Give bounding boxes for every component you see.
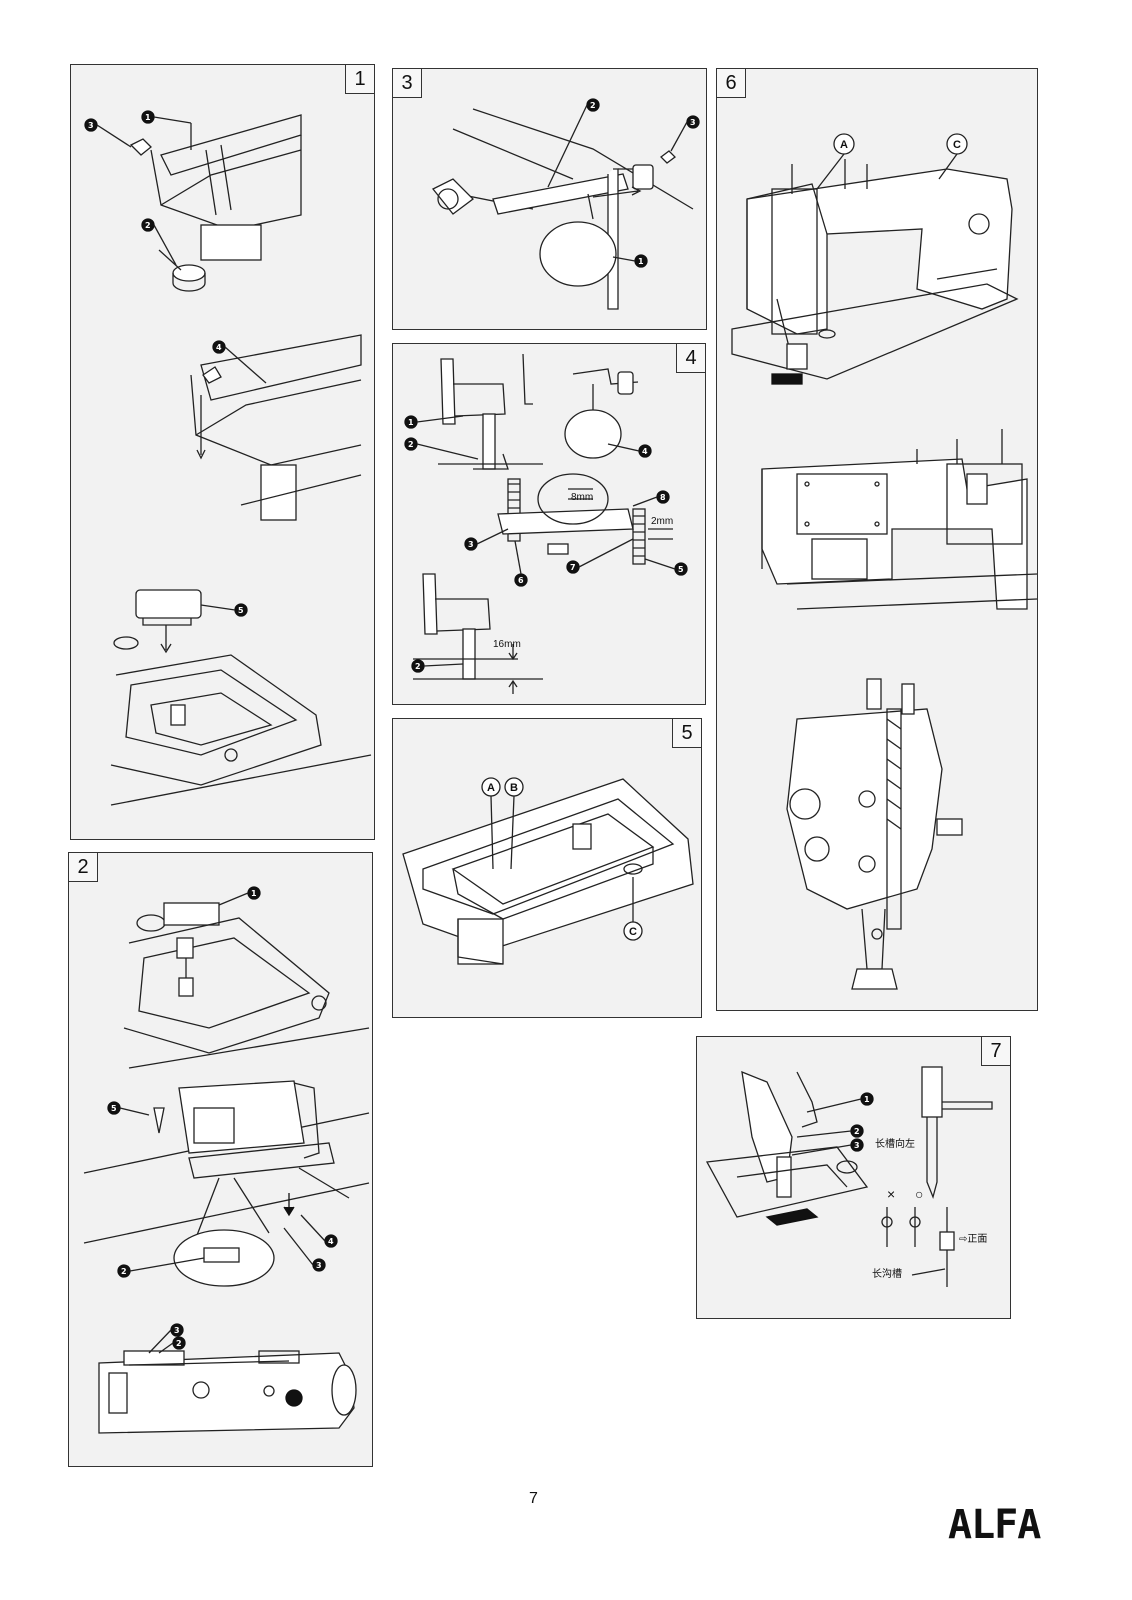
svg-text:A: A — [487, 782, 495, 794]
svg-text:2: 2 — [590, 101, 596, 110]
callout-3: 3 — [464, 537, 478, 551]
letter-a: A — [833, 133, 855, 155]
svg-text:3: 3 — [174, 1326, 180, 1335]
callout-5: 5 — [107, 1101, 121, 1115]
svg-text:2: 2 — [145, 221, 151, 230]
letter-b: B — [504, 777, 524, 797]
svg-text:1: 1 — [251, 889, 257, 898]
svg-text:5: 5 — [111, 1104, 117, 1113]
callout-4: 4 — [212, 340, 226, 354]
svg-text:2: 2 — [121, 1267, 127, 1276]
panel-3: 3 2 3 1 — [392, 68, 707, 330]
panel-1: 1 1 2 3 4 5 — [70, 64, 375, 840]
svg-text:1: 1 — [408, 418, 414, 427]
callout-3b: 3 — [170, 1323, 184, 1337]
svg-text:3: 3 — [854, 1141, 860, 1150]
panel-number: 5 — [672, 718, 702, 748]
svg-text:5: 5 — [678, 565, 684, 574]
svg-text:3: 3 — [468, 540, 474, 549]
callout-8: 8 — [656, 490, 670, 504]
svg-text:3: 3 — [88, 121, 94, 130]
svg-text:×: × — [887, 1186, 895, 1202]
svg-text:⇨正面: ⇨正面 — [959, 1234, 987, 1245]
callout-4: 4 — [638, 444, 652, 458]
callout-4: 4 — [324, 1234, 338, 1248]
svg-text:长槽向左: 长槽向左 — [875, 1137, 915, 1150]
svg-text:4: 4 — [216, 343, 222, 352]
panel-5: 5 A B C — [392, 718, 702, 1018]
callout-7: 7 — [566, 560, 580, 574]
page-number: 7 — [529, 1490, 538, 1507]
svg-text:○: ○ — [915, 1186, 923, 1202]
callout-2b: 2 — [172, 1336, 186, 1350]
callout-3: 3 — [312, 1258, 326, 1272]
callout-2: 2 — [586, 98, 600, 112]
panel-6: 6 A C — [716, 68, 1038, 1011]
svg-text:C: C — [629, 926, 637, 938]
callout-2: 2 — [117, 1264, 131, 1278]
panel-number: 1 — [345, 64, 375, 94]
svg-text:A: A — [840, 139, 848, 151]
callout-1: 1 — [634, 254, 648, 268]
svg-text:2: 2 — [408, 440, 414, 449]
callout-5: 5 — [674, 562, 688, 576]
callout-1: 1 — [247, 886, 261, 900]
callout-3: 3 — [850, 1138, 864, 1152]
panel-1-illustration: 1 2 3 4 5 — [84, 110, 372, 806]
panel-2-illustration: 1 5 4 3 2 — [83, 886, 370, 1434]
svg-text:长沟槽: 长沟槽 — [872, 1267, 902, 1280]
svg-text:4: 4 — [642, 447, 648, 456]
callout-2: 2 — [141, 218, 155, 232]
svg-text:2mm: 2mm — [651, 516, 673, 527]
svg-text:3: 3 — [316, 1261, 322, 1270]
callout-6: 6 — [514, 573, 528, 587]
alfa-logo: ALFA — [948, 1502, 1041, 1548]
svg-text:3: 3 — [690, 118, 696, 127]
svg-text:2: 2 — [854, 1127, 860, 1136]
callout-2: 2 — [404, 437, 418, 451]
panel-number: 7 — [981, 1036, 1011, 1066]
svg-text:7: 7 — [570, 563, 576, 572]
panel-6-illustration: A C — [731, 133, 1038, 990]
panel-2: 2 1 5 4 3 2 — [68, 852, 373, 1467]
panel-number: 2 — [68, 852, 98, 882]
panel-4-illustration: 1 2 4 8mm 2mm 8 3 6 7 5 — [404, 353, 688, 694]
svg-text:B: B — [510, 782, 518, 794]
panel-7: 7 1 2 3 长槽向左 × ○ ⇨正面 长沟槽 — [696, 1036, 1011, 1319]
panel-7-illustration: 1 2 3 长槽向左 × ○ ⇨正面 长沟槽 — [705, 1066, 993, 1287]
svg-text:8: 8 — [660, 493, 666, 502]
callout-2b: 2 — [411, 659, 425, 673]
letter-c: C — [946, 133, 968, 155]
callout-5: 5 — [234, 603, 248, 617]
panel-number: 4 — [676, 343, 706, 373]
callout-1: 1 — [860, 1092, 874, 1106]
panel-3-illustration: 2 3 1 — [431, 98, 700, 310]
panel-number: 6 — [716, 68, 746, 98]
callout-3: 3 — [686, 115, 700, 129]
svg-text:5: 5 — [238, 606, 244, 615]
callout-1: 1 — [404, 415, 418, 429]
panel-5-illustration: A B C — [402, 777, 694, 965]
callout-3: 3 — [84, 118, 98, 132]
letter-c: C — [623, 921, 643, 941]
svg-text:1: 1 — [864, 1095, 870, 1104]
svg-text:1: 1 — [638, 257, 644, 266]
panel-number: 3 — [392, 68, 422, 98]
letter-a: A — [481, 777, 501, 797]
panel-4: 4 1 2 4 8mm 2mm 8 3 6 — [392, 343, 706, 705]
svg-text:8mm: 8mm — [571, 492, 593, 503]
callout-2: 2 — [850, 1124, 864, 1138]
svg-text:C: C — [953, 139, 961, 151]
svg-text:4: 4 — [328, 1237, 334, 1246]
svg-text:16mm: 16mm — [493, 639, 521, 650]
svg-text:2: 2 — [415, 662, 421, 671]
svg-text:6: 6 — [518, 576, 524, 585]
svg-text:1: 1 — [145, 113, 151, 122]
callout-1: 1 — [141, 110, 155, 124]
svg-text:2: 2 — [176, 1339, 182, 1348]
